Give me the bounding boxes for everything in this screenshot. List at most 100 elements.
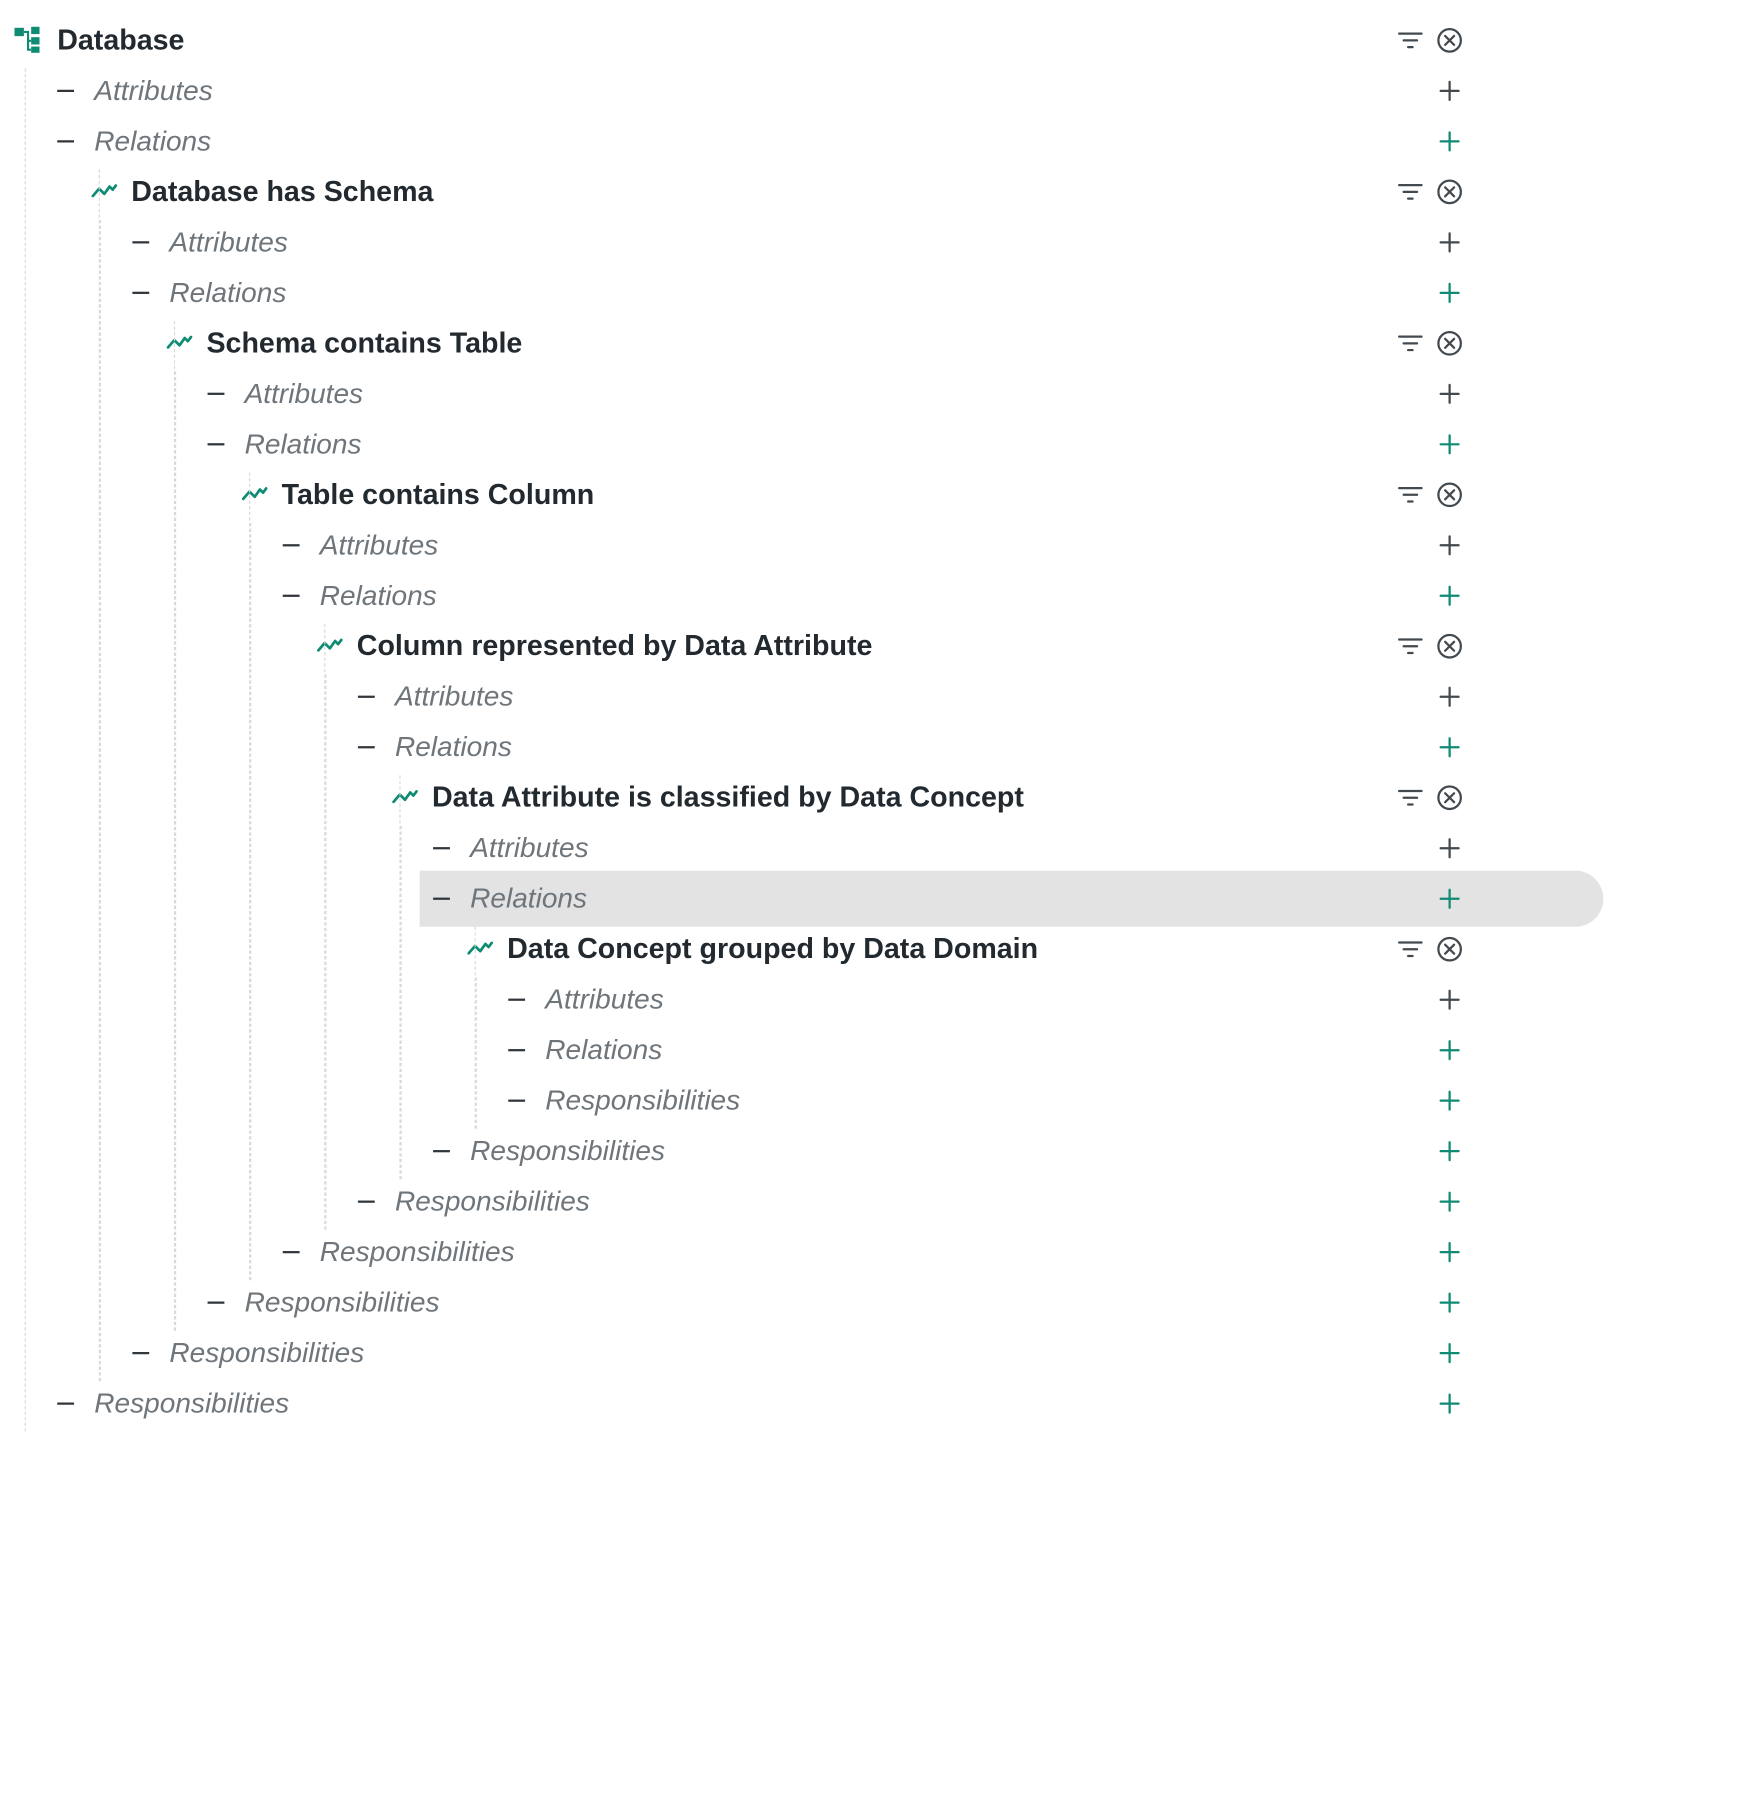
relation-node[interactable]: Data Concept grouped by Data Domain: [0, 918, 1661, 981]
remove-circle-icon[interactable]: [1434, 25, 1465, 56]
plus-icon[interactable]: [1434, 227, 1465, 258]
relations-group[interactable]: Relations: [0, 413, 1661, 476]
relation-node[interactable]: Column represented by Data Attribute: [0, 615, 1661, 678]
collapse-dash-icon[interactable]: [207, 392, 225, 396]
plus-icon[interactable]: [1434, 277, 1465, 308]
root-node-label: Database: [57, 24, 185, 57]
collapse-dash-icon[interactable]: [508, 998, 526, 1002]
collapse-dash-icon[interactable]: [433, 1150, 450, 1153]
attributes-group-label: Attributes: [244, 378, 364, 410]
collapse-dash-icon[interactable]: [357, 746, 375, 749]
filter-icon[interactable]: [1395, 934, 1426, 965]
plus-icon[interactable]: [1434, 75, 1465, 106]
relations-group[interactable]: Relations: [0, 110, 1661, 173]
relations-group[interactable]: Relations: [0, 1019, 1661, 1082]
relation-trend-icon: [166, 335, 193, 349]
collapse-dash-icon[interactable]: [282, 544, 300, 547]
filter-icon[interactable]: [1395, 328, 1426, 359]
plus-icon[interactable]: [1434, 732, 1465, 763]
collapse-dash-icon[interactable]: [132, 291, 150, 295]
responsibilities-group-label: Responsibilities: [319, 1236, 515, 1268]
plus-icon[interactable]: [1434, 378, 1465, 409]
collapse-dash-icon[interactable]: [207, 1301, 225, 1305]
plus-icon[interactable]: [1434, 1085, 1465, 1116]
collapse-dash-icon[interactable]: [57, 140, 75, 143]
relations-group[interactable]: Relations: [0, 867, 1661, 930]
tree-guide-line: [24, 68, 26, 1432]
relations-group[interactable]: Relations: [0, 564, 1661, 627]
remove-circle-icon[interactable]: [1434, 176, 1465, 207]
responsibilities-group[interactable]: Responsibilities: [0, 1372, 1661, 1435]
plus-icon[interactable]: [1434, 429, 1465, 460]
plus-icon[interactable]: [1434, 580, 1465, 611]
collapse-dash-icon[interactable]: [433, 897, 450, 901]
relations-group-label: Relations: [169, 277, 287, 309]
collapse-dash-icon[interactable]: [357, 1200, 375, 1204]
responsibilities-group[interactable]: Responsibilities: [0, 1120, 1661, 1183]
collapse-dash-icon[interactable]: [57, 89, 75, 93]
attributes-group-label: Attributes: [470, 832, 589, 864]
filter-icon[interactable]: [1395, 176, 1426, 207]
plus-icon[interactable]: [1434, 1186, 1465, 1217]
collapse-dash-icon[interactable]: [357, 695, 375, 699]
remove-circle-icon[interactable]: [1434, 631, 1465, 662]
plus-icon[interactable]: [1434, 1337, 1465, 1368]
collapse-dash-icon[interactable]: [508, 1099, 526, 1103]
relation-node[interactable]: Data Attribute is classified by Data Con…: [0, 766, 1661, 829]
collapse-dash-icon[interactable]: [57, 1402, 75, 1406]
collapse-dash-icon[interactable]: [433, 847, 450, 850]
collapse-dash-icon[interactable]: [282, 594, 300, 598]
responsibilities-group-label: Responsibilities: [394, 1185, 590, 1218]
collapse-dash-icon[interactable]: [132, 1352, 150, 1355]
filter-icon[interactable]: [1395, 25, 1426, 56]
relation-trend-icon: [317, 638, 343, 652]
responsibilities-group[interactable]: Responsibilities: [0, 1271, 1661, 1334]
collapse-dash-icon[interactable]: [282, 1251, 300, 1254]
attributes-group[interactable]: Attributes: [0, 665, 1661, 728]
responsibilities-group[interactable]: Responsibilities: [0, 1069, 1661, 1132]
relations-group[interactable]: Relations: [0, 261, 1661, 324]
filter-icon[interactable]: [1395, 479, 1426, 510]
collapse-dash-icon[interactable]: [132, 241, 150, 244]
relations-group-label: Relations: [244, 428, 362, 461]
relations-group[interactable]: Relations: [0, 716, 1661, 779]
plus-icon[interactable]: [1434, 1034, 1465, 1065]
relation-trend-icon: [91, 184, 118, 198]
plus-icon[interactable]: [1434, 984, 1465, 1015]
plus-icon[interactable]: [1434, 1388, 1465, 1419]
plus-icon[interactable]: [1434, 883, 1465, 914]
filter-icon[interactable]: [1395, 631, 1426, 662]
attributes-group[interactable]: Attributes: [0, 362, 1661, 425]
responsibilities-group[interactable]: Responsibilities: [0, 1170, 1661, 1233]
responsibilities-group[interactable]: Responsibilities: [0, 1221, 1661, 1284]
collapse-dash-icon[interactable]: [508, 1049, 526, 1052]
remove-circle-icon[interactable]: [1434, 328, 1465, 359]
plus-icon[interactable]: [1434, 530, 1465, 561]
tree-guide-line: [324, 623, 326, 1230]
plus-icon[interactable]: [1434, 1236, 1465, 1267]
attributes-group[interactable]: Attributes: [0, 211, 1661, 274]
root-node[interactable]: Database: [0, 9, 1661, 72]
responsibilities-group[interactable]: Responsibilities: [0, 1322, 1661, 1385]
plus-icon[interactable]: [1434, 126, 1465, 157]
plus-icon[interactable]: [1434, 1135, 1465, 1166]
relation-trend-icon: [392, 790, 418, 804]
relation-node[interactable]: Table contains Column: [0, 463, 1661, 526]
filter-icon[interactable]: [1395, 782, 1426, 813]
responsibilities-group-label: Responsibilities: [94, 1387, 290, 1420]
plus-icon[interactable]: [1434, 681, 1465, 712]
attributes-group[interactable]: Attributes: [0, 59, 1661, 122]
remove-circle-icon[interactable]: [1434, 934, 1465, 965]
plus-icon[interactable]: [1434, 833, 1465, 864]
attributes-group[interactable]: Attributes: [0, 968, 1661, 1031]
tree-guide-line: [474, 926, 476, 1129]
attributes-group[interactable]: Attributes: [0, 817, 1661, 880]
collapse-dash-icon[interactable]: [207, 443, 225, 446]
relations-group-label: Relations: [94, 125, 212, 158]
attributes-group[interactable]: Attributes: [0, 514, 1661, 577]
relation-node[interactable]: Database has Schema: [0, 160, 1661, 223]
remove-circle-icon[interactable]: [1434, 782, 1465, 813]
remove-circle-icon[interactable]: [1434, 479, 1465, 510]
plus-icon[interactable]: [1434, 1287, 1465, 1318]
relation-node[interactable]: Schema contains Table: [0, 312, 1661, 375]
